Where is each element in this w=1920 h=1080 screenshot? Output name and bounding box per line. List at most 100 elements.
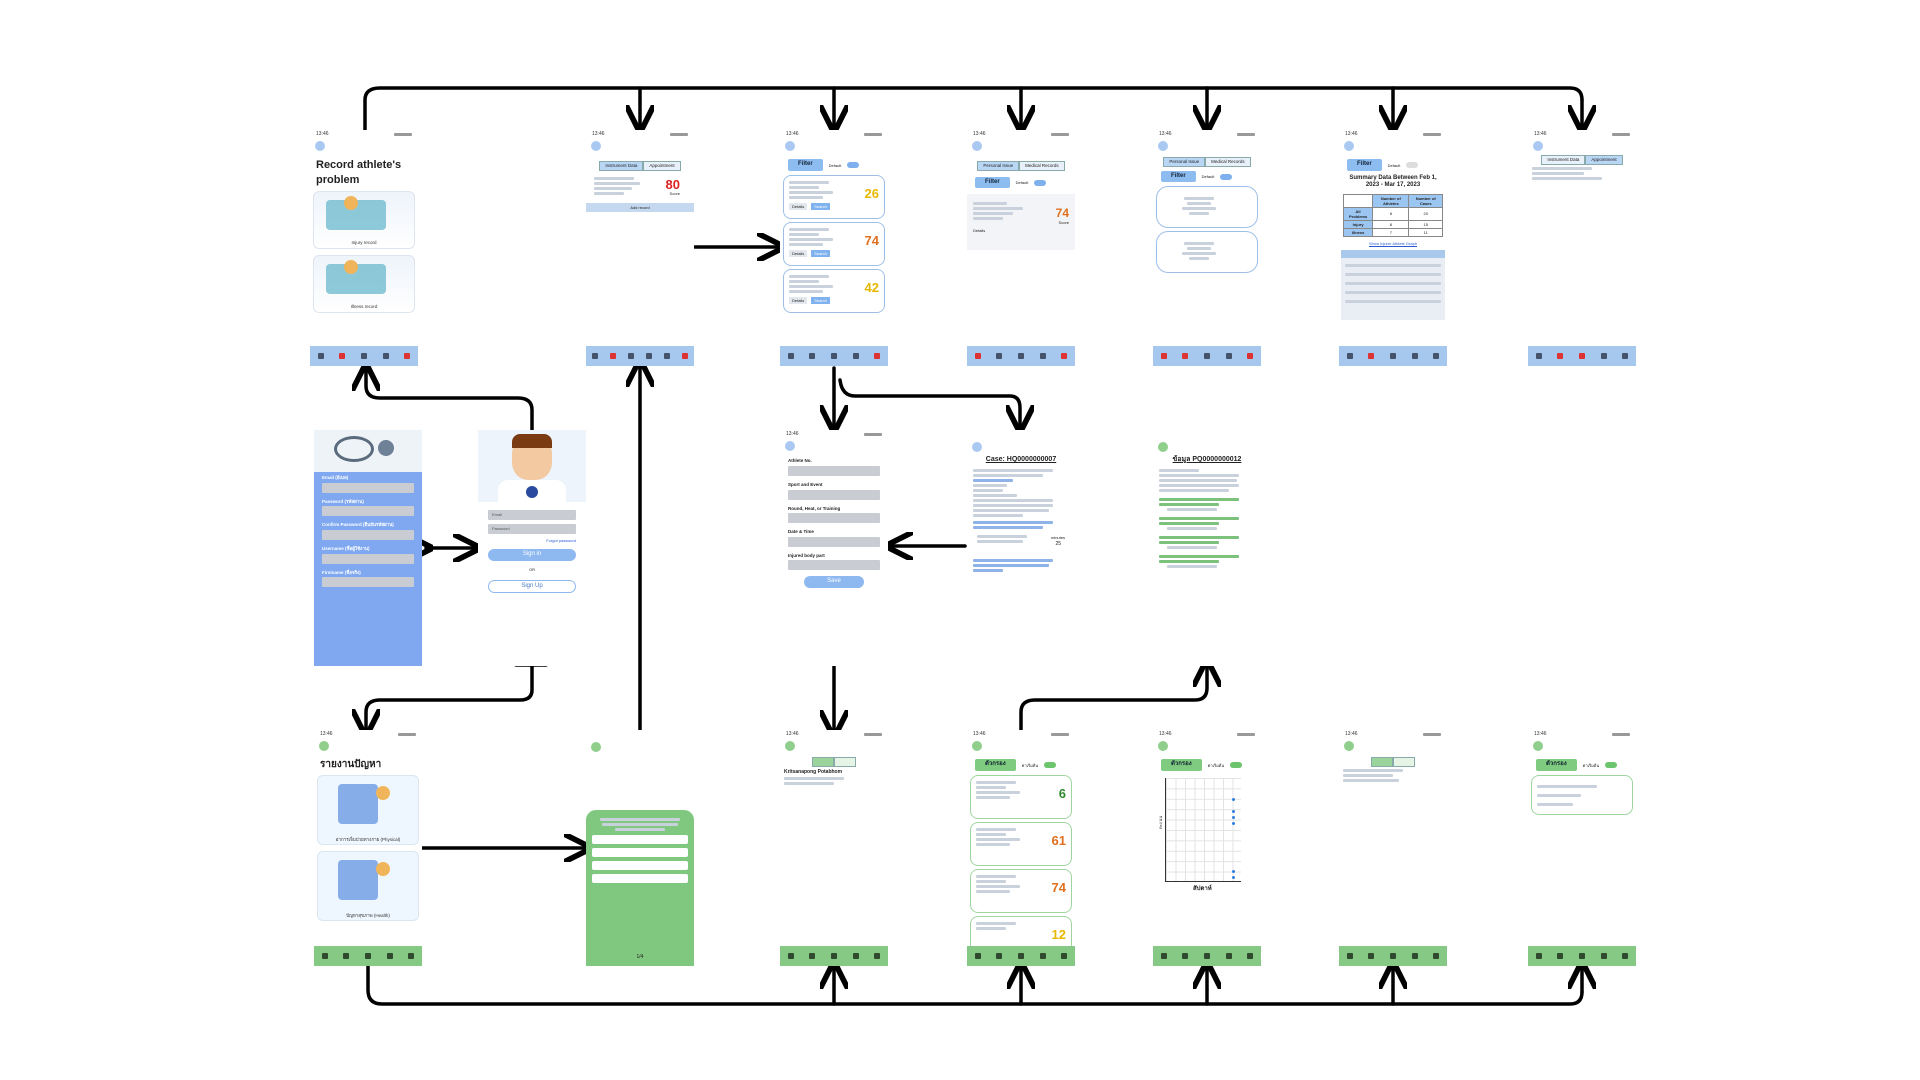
menu-icon[interactable] (1344, 741, 1354, 751)
bottom-nav[interactable] (1528, 946, 1636, 966)
answer-option[interactable] (592, 874, 688, 883)
arrow-top-bus (363, 86, 1584, 132)
arrow-green-pq (1019, 666, 1207, 732)
report-card[interactable] (1156, 231, 1258, 274)
bottom-nav[interactable] (310, 346, 418, 366)
menu-icon[interactable] (1344, 141, 1354, 151)
answer-option[interactable] (592, 835, 688, 844)
menu-icon[interactable] (591, 141, 601, 151)
athlete-name: Kritsanapong Potabhom (784, 768, 843, 775)
forgot-password-link[interactable]: Forgot password (546, 538, 576, 543)
menu-icon[interactable] (972, 741, 982, 751)
page-title: Record athlete's problem (316, 159, 402, 186)
filter-button[interactable]: ตัวกรอง (1536, 759, 1577, 771)
bottom-nav[interactable] (1339, 346, 1447, 366)
athlete-graph-link[interactable]: Show Injurer Athlete Graph (1368, 240, 1418, 246)
health-card[interactable]: ปัญหาสุขภาพ (Health) (317, 851, 419, 922)
home-icon[interactable] (591, 742, 601, 752)
date-time-input[interactable] (788, 536, 880, 547)
info-card[interactable] (1531, 774, 1633, 815)
bottom-nav[interactable] (1153, 346, 1261, 366)
filter-button[interactable]: Filter (788, 159, 823, 171)
default-toggle[interactable] (1406, 162, 1419, 168)
menu-icon[interactable] (785, 741, 795, 751)
report-card[interactable] (1156, 186, 1258, 229)
menu-icon[interactable] (1158, 741, 1168, 751)
save-button[interactable]: Save (804, 576, 864, 588)
firstname-field[interactable] (322, 577, 414, 588)
pq-title: ข้อมูล PQ0000000012 (1172, 456, 1242, 464)
default-toggle[interactable] (847, 162, 860, 168)
case-card[interactable]: 61 (970, 821, 1072, 866)
confirm-password-field[interactable] (322, 529, 414, 540)
round-input[interactable] (788, 513, 880, 524)
screen-login: Email Password Forgot password Sign in O… (478, 430, 586, 666)
bottom-nav[interactable] (780, 946, 888, 966)
password-input[interactable]: Password (488, 524, 576, 534)
menu-icon[interactable] (315, 141, 325, 151)
menu-icon[interactable] (1533, 141, 1543, 151)
case-card[interactable]: 6 (970, 774, 1072, 819)
arrow-s3-case (838, 378, 1020, 426)
menu-icon[interactable] (1158, 141, 1168, 151)
answer-option[interactable] (592, 848, 688, 857)
screen-record-problem: 13:46 Record athlete's problem Injury re… (310, 130, 418, 366)
screen-green-info: 13:46 (1339, 730, 1447, 966)
password-field[interactable] (322, 506, 414, 517)
bottom-nav[interactable] (780, 346, 888, 366)
back-icon[interactable] (1158, 442, 1168, 452)
back-icon[interactable] (972, 442, 982, 452)
case-title: Case: HQ0000000007 (985, 456, 1057, 464)
default-toggle[interactable] (1605, 762, 1618, 768)
bottom-nav[interactable] (586, 346, 694, 366)
back-icon[interactable] (785, 441, 795, 451)
sport-event-select[interactable] (788, 489, 880, 500)
filter-button[interactable]: Filter (1347, 159, 1382, 171)
default-toggle[interactable] (1044, 762, 1057, 768)
default-toggle[interactable] (1220, 173, 1233, 180)
injury-record-card[interactable]: Injury record (313, 190, 415, 249)
bottom-nav[interactable] (1153, 946, 1261, 966)
menu-icon[interactable] (972, 141, 982, 151)
physical-card[interactable]: อาการเจ็บป่วยทางกาย (Physical) (317, 775, 419, 846)
case-card[interactable]: 74 (970, 868, 1072, 913)
illness-record-card[interactable]: Illness record (313, 254, 415, 313)
body-part-select[interactable] (788, 560, 880, 571)
athlete-no-input[interactable] (788, 465, 880, 476)
email-field[interactable] (322, 482, 414, 493)
menu-icon[interactable] (785, 141, 795, 151)
bottom-nav[interactable] (1528, 346, 1636, 366)
answer-option[interactable] (592, 861, 688, 870)
add-record-button[interactable]: Add record (586, 202, 694, 212)
bottom-nav[interactable] (967, 946, 1075, 966)
bottom-nav[interactable] (967, 346, 1075, 366)
filter-button[interactable]: Filter (1161, 170, 1196, 183)
filter-button[interactable]: ตัวกรอง (1161, 759, 1202, 771)
sign-up-button[interactable]: Sign Up (488, 579, 576, 593)
default-toggle[interactable] (1034, 179, 1047, 186)
bottom-nav[interactable] (314, 946, 422, 966)
doctor-avatar (478, 430, 586, 502)
stethoscope-image (314, 430, 422, 472)
menu-icon[interactable] (319, 741, 329, 751)
filter-button[interactable]: ตัวกรอง (975, 759, 1016, 771)
screen-questionnaire: 1/4 (586, 730, 694, 966)
filter-button[interactable]: Filter (975, 176, 1010, 189)
screen-green-list: 13:46 ตัวกรองค่าเริ่มต้น 6 61 74 12 (967, 730, 1075, 966)
username-field[interactable] (322, 553, 414, 564)
email-input[interactable]: Email (488, 510, 576, 520)
bottom-nav[interactable] (1339, 946, 1447, 966)
arrow-login-top (366, 370, 534, 432)
menu-icon[interactable] (1533, 741, 1543, 751)
default-toggle[interactable] (1230, 762, 1243, 768)
sign-in-button[interactable]: Sign in (488, 549, 576, 561)
screen-pq-detail: ข้อมูล PQ0000000012 (1153, 430, 1261, 666)
